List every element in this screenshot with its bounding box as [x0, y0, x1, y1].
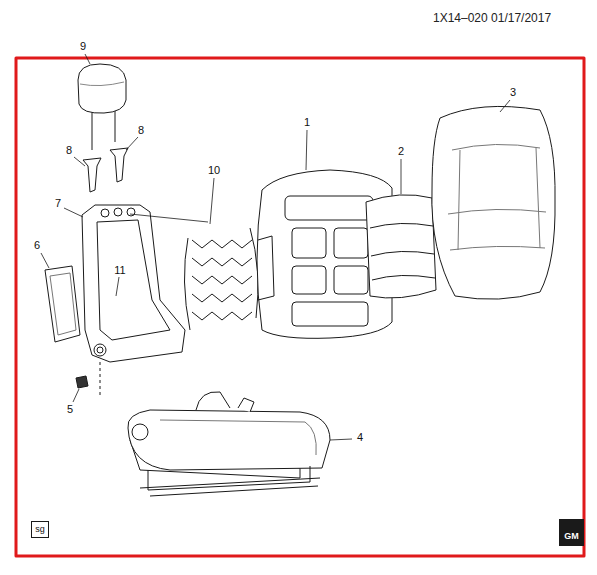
box-text: GM [564, 532, 579, 541]
seat-cushion [128, 392, 330, 496]
symbol-box: sg [31, 521, 49, 538]
headrest-guide [83, 148, 128, 192]
callout-number: 1 [303, 116, 311, 129]
headrest [78, 64, 126, 150]
callout-number: 3 [509, 86, 517, 99]
callout-number: 8 [65, 144, 73, 157]
spring-wire [192, 240, 252, 248]
callout-number: 10 [207, 164, 221, 177]
callout-number: 6 [33, 239, 41, 252]
box-text: sg [35, 525, 45, 534]
spring-wire [192, 294, 252, 302]
suspension-mat [184, 228, 258, 330]
spring-wire [192, 258, 252, 266]
leader-lines [41, 54, 510, 440]
spring-wire [192, 276, 252, 284]
logo-box: GM [559, 519, 584, 546]
seat-back-cover [432, 106, 555, 299]
frame-border [16, 58, 584, 556]
spring-wire [192, 312, 252, 320]
callout-number: 4 [356, 431, 364, 444]
drawing-reference: 1X14–020 01/17/2017 [432, 11, 552, 25]
bolt [76, 376, 88, 388]
seat-back-insert [366, 195, 436, 298]
callout-number: 8 [137, 124, 145, 137]
callout-number: 2 [397, 145, 405, 158]
callout-number: 9 [79, 40, 87, 53]
callout-number: 11 [113, 264, 126, 277]
seat-back-frame [82, 205, 208, 395]
callout-number: 5 [66, 403, 74, 416]
callout-number: 7 [54, 197, 62, 210]
side-trim-panel [45, 266, 80, 342]
